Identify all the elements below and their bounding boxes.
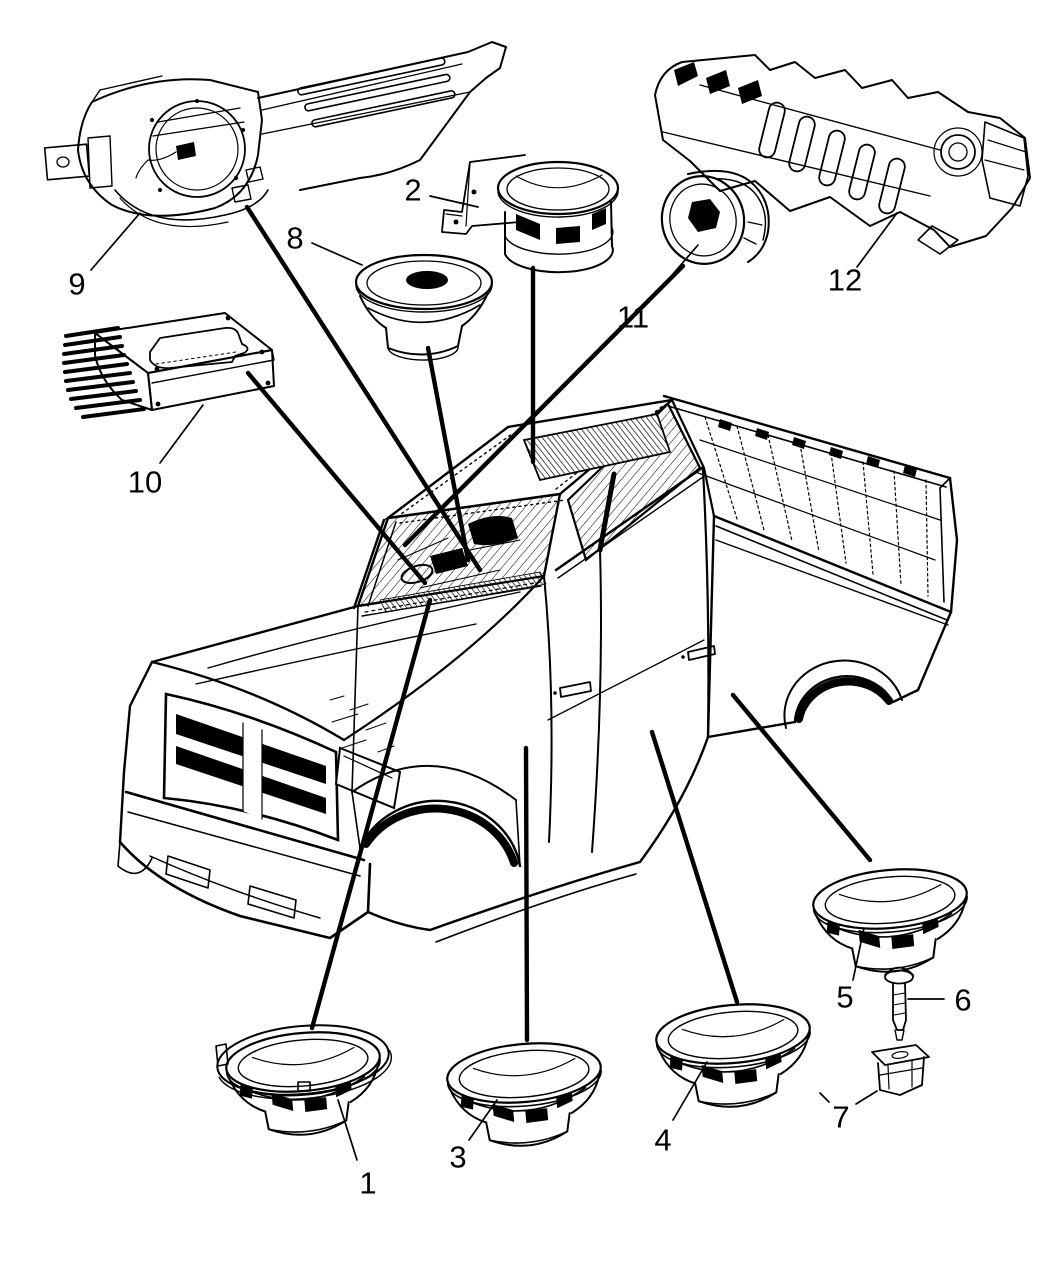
callout-label-3: 3 <box>449 1140 466 1175</box>
callout-leader-2 <box>429 195 479 208</box>
callout-label-8: 8 <box>286 221 303 256</box>
callout-label-6: 6 <box>954 983 971 1018</box>
part-5-speaker-drawing <box>809 862 975 980</box>
callout-tick-7 <box>819 1092 830 1103</box>
callout-leader-11 <box>647 244 699 304</box>
callout-thick-line-1 <box>309 597 433 1031</box>
callout-label-7: 7 <box>832 1100 849 1135</box>
part-10-amplifier-drawing <box>62 312 275 419</box>
callout-leader-4 <box>672 1061 708 1121</box>
truck-front <box>117 574 546 940</box>
truck-bed <box>662 394 959 739</box>
part-2-speaker-drawing <box>441 154 620 274</box>
callout-label-2: 2 <box>404 173 421 208</box>
part-7-clip-drawing <box>871 1044 930 1096</box>
callout-thick-line-4 <box>649 729 740 1005</box>
callout-leader-5 <box>852 927 865 981</box>
part-4-speaker-drawing <box>652 997 818 1115</box>
callout-label-12: 12 <box>828 263 862 298</box>
callout-thick-line-8 <box>425 345 471 563</box>
callout-leader-3 <box>468 1099 498 1141</box>
callout-label-4: 4 <box>654 1123 671 1158</box>
callout-leader-12 <box>856 212 898 268</box>
callout-label-5: 5 <box>836 980 853 1015</box>
truck-body-drawing <box>117 394 959 943</box>
part-8-speaker-drawing <box>354 253 494 361</box>
callout-leader-9 <box>90 212 141 271</box>
callout-thick-line-10 <box>245 370 428 586</box>
parts-layer <box>43 41 1031 1154</box>
callout-thick-line-5 <box>730 692 873 863</box>
truck-side <box>366 468 716 943</box>
callout-label-10: 10 <box>128 465 162 500</box>
callout-thick-line-11 <box>402 263 686 548</box>
callout-label-11: 11 <box>617 300 649 335</box>
part-3-speaker-drawing <box>443 1036 609 1154</box>
part-12-enclosure-drawing <box>654 54 1031 255</box>
callout-label-1: 1 <box>359 1166 376 1201</box>
part-11-speaker-drawing <box>660 169 770 265</box>
callout-label-9: 9 <box>68 267 85 302</box>
part-9-speaker-housing-drawing <box>43 41 507 228</box>
part-6-screw-drawing <box>884 966 914 1041</box>
callout-leader-1 <box>337 1099 358 1161</box>
part-1-speaker-drawing <box>215 1024 393 1143</box>
callout-thick-line-3 <box>523 745 530 1043</box>
callout-leader-7 <box>855 1090 878 1105</box>
callout-leader-10 <box>159 404 204 464</box>
callout-leader-8 <box>311 242 363 266</box>
